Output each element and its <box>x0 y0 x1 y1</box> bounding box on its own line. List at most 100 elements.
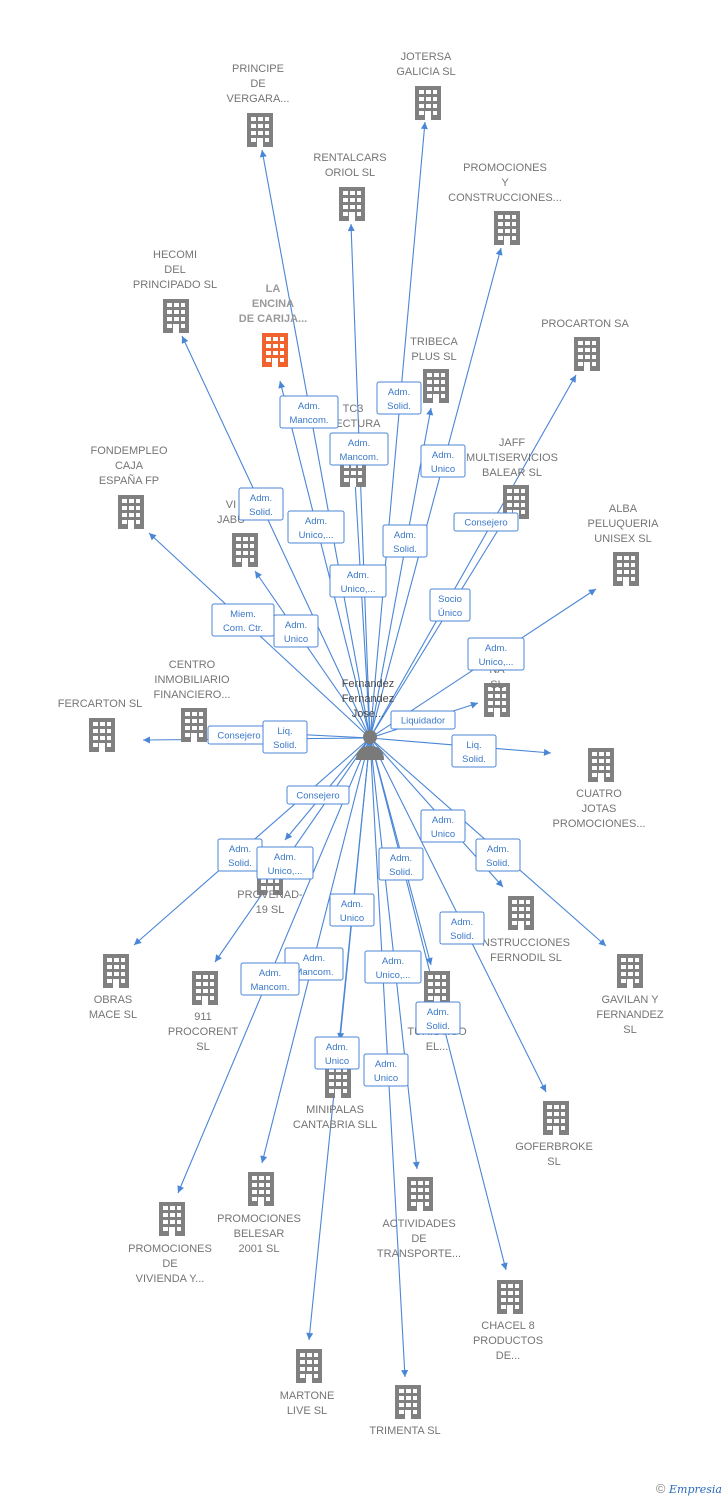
role-badge-text: Unico <box>374 1073 398 1084</box>
building-icon <box>494 211 520 245</box>
edge-promociones_y_construcciones <box>369 247 502 739</box>
edge-arrowhead <box>569 375 576 383</box>
company-label-line: CENTRO <box>169 659 216 671</box>
role-badge-text: Unico <box>325 1056 349 1067</box>
role-badge-b_mancom_1: Adm.Mancom. <box>279 395 339 429</box>
company-node-principe[interactable]: PRINCIPEDEVERGARA... <box>227 63 290 147</box>
building-icon <box>424 971 450 1005</box>
role-badge-b_unico_alba: Adm.Unico,... <box>467 637 525 671</box>
company-label-line: TRIMENTA SL <box>369 1425 440 1437</box>
company-node-procarton[interactable]: PROCARTON SA <box>541 318 629 371</box>
building-icon <box>232 533 258 567</box>
edge-arrowhead <box>306 1332 314 1340</box>
role-badge-text: Solid. <box>273 740 297 751</box>
company-node-vi_jabu[interactable]: VI JABU <box>217 499 258 567</box>
role-badge-text: Solid. <box>389 867 413 878</box>
edge-arrowhead <box>278 381 286 389</box>
role-badge-text: Solid. <box>426 1021 450 1032</box>
role-badge-text: Solid. <box>450 931 474 942</box>
company-label-line: GAVILAN Y <box>601 994 659 1006</box>
edge-arrowhead <box>401 1369 409 1377</box>
role-badge-text: Adm. <box>259 968 281 979</box>
edge-arrowhead <box>134 937 142 945</box>
edge-jotersa <box>369 121 426 739</box>
company-label-line: PROMOCIONES... <box>553 818 646 830</box>
role-badge-text: Adm. <box>432 815 454 826</box>
edge-arrowhead <box>260 1155 268 1163</box>
company-label-line: ACTIVIDADES <box>382 1218 455 1230</box>
company-node-chacel[interactable]: CHACEL 8PRODUCTOSDE... <box>473 1280 543 1362</box>
company-node-promociones_y_construcciones[interactable]: PROMOCIONESYCONSTRUCCIONES... <box>448 162 562 245</box>
company-label-line: SL <box>547 1156 560 1168</box>
role-badge-text: Com. Ctr. <box>223 623 263 634</box>
building-icon <box>423 369 449 403</box>
company-label-line: FONDEMPLEO <box>90 445 167 457</box>
building-icon <box>296 1349 322 1383</box>
company-label-line: DE <box>250 78 265 90</box>
company-label-line: VI <box>226 499 236 511</box>
center-node[interactable]: FernandezFernandezJose... <box>342 678 395 760</box>
role-badge-b_solid_goferbroke: Adm.Solid. <box>439 911 485 945</box>
company-label-line: CUATRO <box>576 788 622 800</box>
role-badge-b_liq_cuatro: Liq.Solid. <box>451 734 497 768</box>
building-icon <box>543 1101 569 1135</box>
role-badge-text: Liq. <box>277 726 292 737</box>
brand-watermark: © Empresia <box>656 1481 722 1496</box>
building-icon <box>118 495 144 529</box>
edge-arrowhead <box>420 122 428 130</box>
edge-arrowhead <box>259 150 267 158</box>
person-name-line: Jose... <box>352 708 384 720</box>
company-node-provenad[interactable]: PROVENAD-19 SL <box>237 861 303 916</box>
role-badge-text: Adm. <box>382 956 404 967</box>
role-badge-b_unico_actividades: Adm. Unico,... <box>364 950 422 984</box>
company-node-actividades[interactable]: ACTIVIDADESDETRANSPORTE... <box>377 1177 461 1260</box>
company-label-line: TC3 <box>343 403 364 415</box>
company-label-line: PROVENAD- <box>237 889 303 901</box>
role-badge-text: Socio <box>438 594 462 605</box>
company-label-line: BELESAR <box>234 1228 285 1240</box>
role-badge-text: Solid. <box>387 401 411 412</box>
company-label-line: PRODUCTOS <box>473 1335 543 1347</box>
company-label-line: PROMOCIONES <box>463 162 547 174</box>
company-node-cuatro_jotas[interactable]: CUATROJOTASPROMOCIONES... <box>553 748 646 830</box>
company-node-trimenta[interactable]: TRIMENTA SL <box>369 1385 441 1437</box>
edge-arrowhead <box>539 1084 547 1092</box>
company-label-line: SL <box>623 1024 636 1036</box>
role-badge-text: Adm. <box>432 450 454 461</box>
company-node-goferbroke[interactable]: GOFERBROKE SL <box>515 1101 593 1168</box>
company-label-line: PROCORENT <box>168 1026 239 1038</box>
role-badge-b_solid_hecomi: Adm.Solid. <box>238 487 284 521</box>
role-badge-b_miem: Miem.Com. Ctr. <box>211 603 275 637</box>
edge-arrowhead <box>181 336 189 344</box>
company-node-fercarton[interactable]: FERCARTON SL <box>58 698 143 752</box>
role-badge-text: Adm. <box>390 853 412 864</box>
role-badge-text: Mancom. <box>339 452 378 463</box>
role-badge-text: Liquidador <box>401 716 445 727</box>
company-label-line: JABU <box>217 514 245 526</box>
company-label-line: SL <box>490 679 503 691</box>
copyright-symbol: © <box>655 1481 666 1496</box>
company-label-line: GOFERBROKE <box>515 1141 593 1153</box>
company-node-centro[interactable]: CENTROINMOBILIARIOFINANCIERO... <box>153 659 231 742</box>
role-badge-b_liquidador: Liquidador <box>390 710 456 730</box>
company-label-line: FERCARTON SL <box>58 698 143 710</box>
building-icon <box>574 337 600 371</box>
role-badge-text: Consejero <box>464 518 507 529</box>
role-badge-text: Unico,... <box>376 970 411 981</box>
